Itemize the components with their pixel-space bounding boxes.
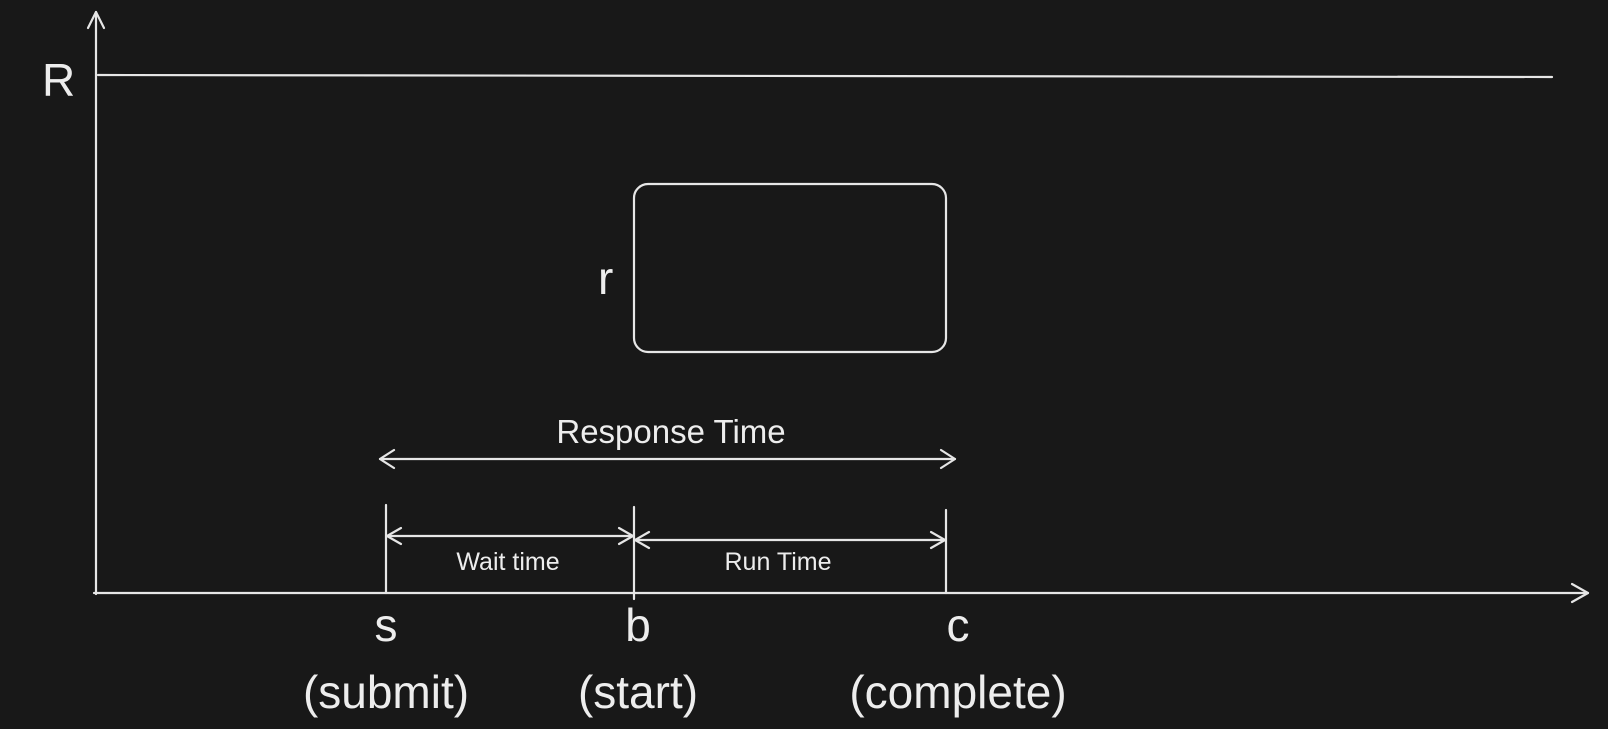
tick-caption-c: (complete) bbox=[849, 666, 1066, 718]
request-label: r bbox=[598, 252, 613, 304]
tick-caption-s: (submit) bbox=[303, 666, 469, 718]
tick-caption-b: (start) bbox=[578, 666, 698, 718]
run-time-label: Run Time bbox=[725, 548, 832, 576]
capacity-label-R: R bbox=[42, 54, 75, 106]
run-time-arrowhead-right bbox=[929, 530, 947, 550]
response-time-arrow bbox=[378, 448, 957, 470]
horizontal-axis-arrowhead bbox=[1570, 582, 1590, 604]
response-time-arrowhead-left bbox=[378, 448, 396, 470]
vertical-axis-arrowhead bbox=[86, 10, 106, 30]
tick-symbol-c: c bbox=[947, 599, 970, 651]
run-time-arrowhead-left bbox=[633, 530, 651, 550]
wait-time-arrowhead-right bbox=[617, 526, 635, 546]
wait-time-arrow bbox=[385, 526, 635, 546]
wait-time-arrowhead-left bbox=[385, 526, 403, 546]
tick-symbol-b: b bbox=[625, 599, 651, 651]
capacity-line-R bbox=[96, 73, 1554, 79]
tick-symbol-s: s bbox=[375, 599, 398, 651]
vertical-axis bbox=[86, 10, 106, 596]
wait-time-label: Wait time bbox=[456, 548, 559, 576]
request-box bbox=[632, 182, 948, 354]
horizontal-axis bbox=[92, 582, 1590, 604]
response-time-arrowhead-right bbox=[939, 448, 957, 470]
response-time-label: Response Time bbox=[556, 413, 785, 450]
run-time-arrow bbox=[633, 530, 947, 550]
